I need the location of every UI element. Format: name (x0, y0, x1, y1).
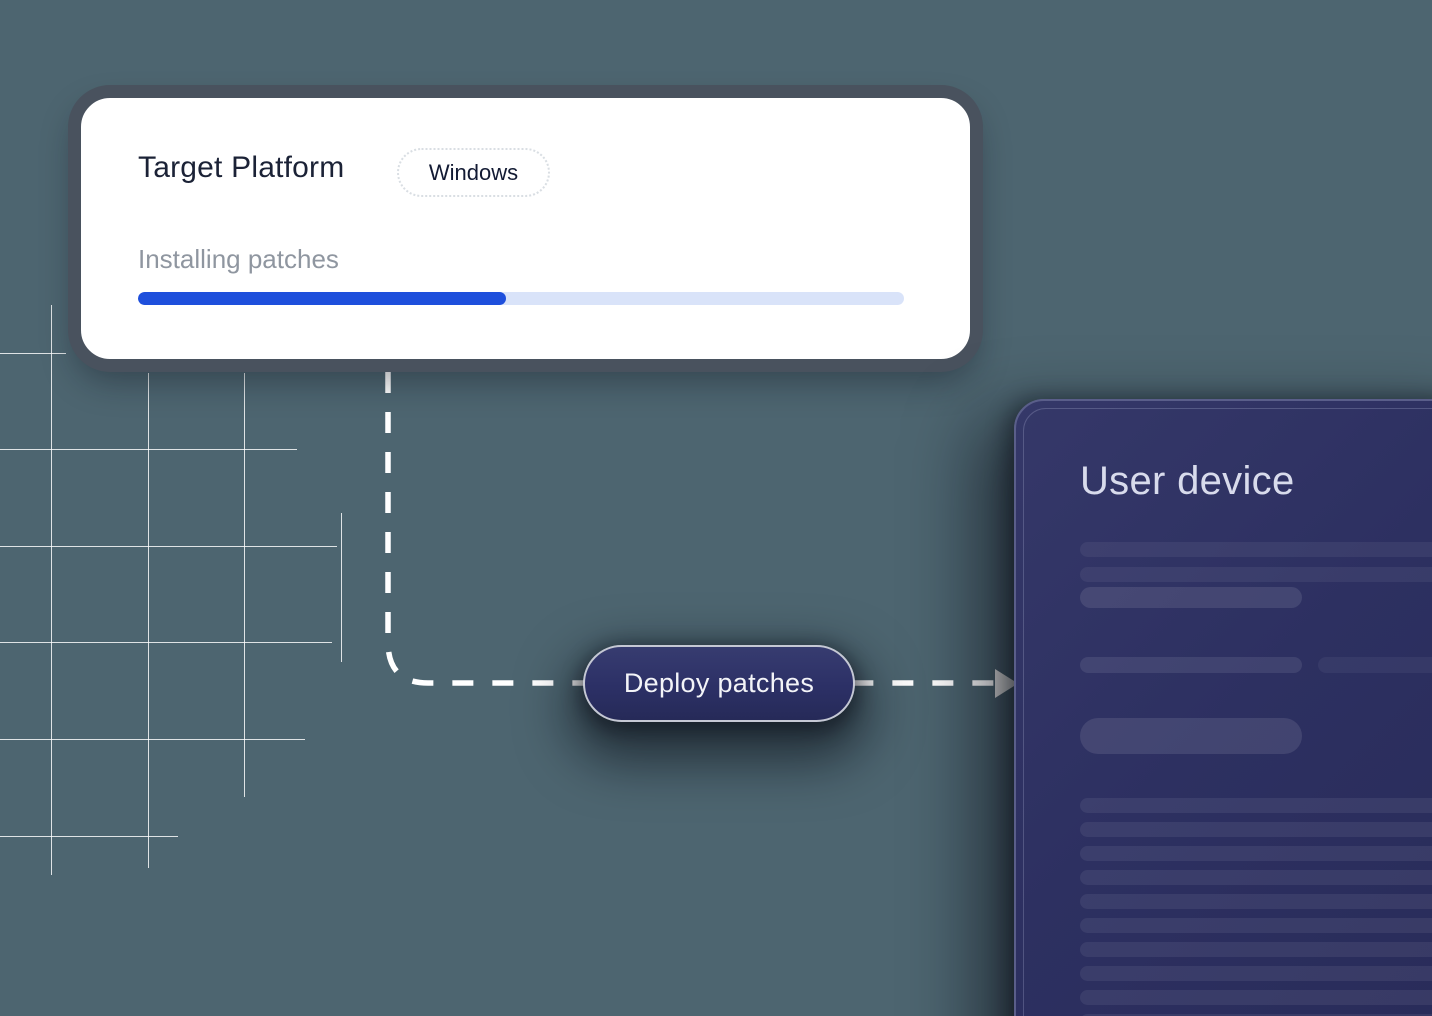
skeleton-line (1080, 918, 1432, 933)
user-device-panel: User device (1014, 399, 1432, 1016)
grid-line (0, 449, 297, 451)
skeleton-line (1080, 990, 1432, 1005)
progress-bar (138, 292, 904, 305)
grid-line (51, 305, 53, 875)
grid-line (0, 353, 66, 355)
skeleton-line (1080, 542, 1432, 557)
skeleton-line (1318, 657, 1432, 673)
skeleton-line (1080, 798, 1432, 813)
dashed-connector-path (385, 372, 994, 686)
grid-line (0, 739, 305, 741)
skeleton-line (1080, 567, 1432, 582)
status-label: Installing patches (138, 244, 339, 274)
deploy-patches-button[interactable]: Deploy patches (583, 645, 855, 722)
skeleton-line (1080, 894, 1432, 909)
platform-badge[interactable]: Windows (397, 148, 550, 197)
skeleton-line (1080, 870, 1432, 885)
skeleton-line (1080, 942, 1432, 957)
skeleton-line (1080, 846, 1432, 861)
progress-bar-fill (138, 292, 506, 305)
skeleton-line (1080, 657, 1302, 673)
skeleton-line (1080, 587, 1302, 608)
user-device-title: User device (1080, 459, 1295, 503)
card-title: Target Platform (138, 151, 345, 184)
skeleton-line (1080, 822, 1432, 837)
grid-line (0, 546, 337, 548)
skeleton-bottom-stack (1080, 798, 1432, 1016)
grid-line (0, 836, 178, 838)
grid-line (244, 373, 246, 797)
grid-line (148, 373, 150, 868)
target-platform-card: Target Platform Windows Installing patch… (68, 85, 983, 372)
platform-badge-label: Windows (428, 159, 519, 185)
deploy-patches-label: Deploy patches (623, 668, 815, 698)
skeleton-line (1080, 966, 1432, 981)
skeleton-line (1080, 1014, 1432, 1016)
skeleton-pill (1080, 718, 1302, 754)
grid-line (341, 513, 343, 662)
grid-line (0, 642, 332, 644)
